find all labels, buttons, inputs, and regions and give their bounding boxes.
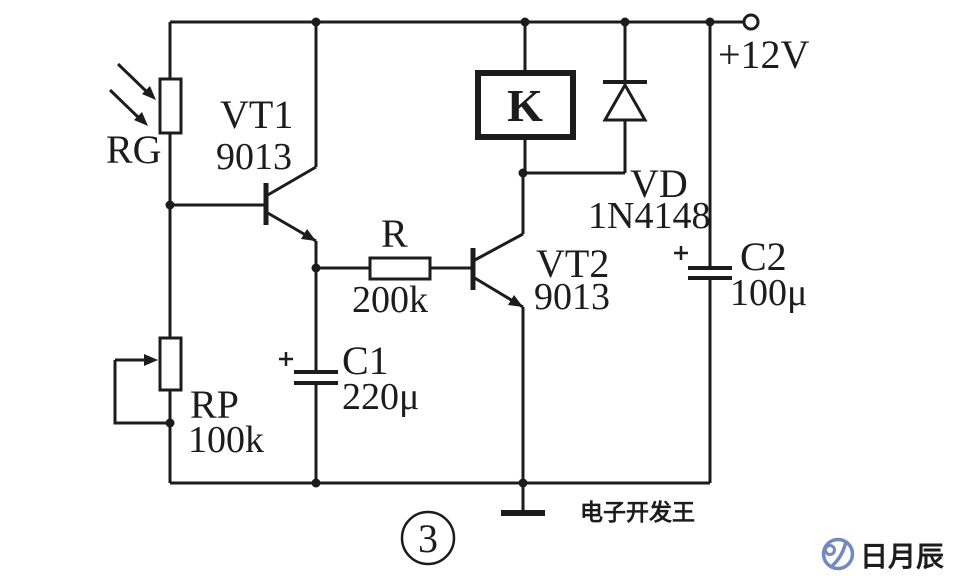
rp-ref-label: RP: [190, 382, 239, 427]
junction-dot: [705, 17, 715, 27]
capacitor-c2: C2 100μ: [674, 234, 807, 314]
figure-number-badge: 3: [400, 510, 456, 566]
junction-dot: [311, 478, 321, 488]
vd-triangle: [602, 81, 648, 122]
wires: [113, 20, 744, 513]
vt1-value-label: 9013: [216, 136, 292, 178]
terminal-circle: [742, 13, 760, 31]
rp-value-label: 100k: [188, 419, 264, 461]
junction-dot: [620, 17, 630, 27]
vt2-emitter-arrow: [508, 295, 523, 307]
junction-dot: [311, 17, 321, 27]
transistor-vt2: VT2 9013: [470, 241, 610, 318]
r-value-label: 200k: [352, 279, 428, 321]
junction-dot: [520, 17, 530, 27]
c2-value-label: 100μ: [730, 272, 807, 314]
transistor-vt1: VT1 9013: [216, 92, 316, 241]
junction-dot: [165, 418, 175, 428]
vt1-collector-wire: [265, 22, 318, 198]
vt2-collector-wire: [472, 173, 525, 263]
r-ref-label: R: [381, 211, 408, 256]
relay-body: [475, 70, 576, 140]
relay-k: K: [475, 70, 576, 140]
c1-polarity-plus-icon: [279, 352, 293, 366]
capacitor-c1: C1 220μ: [279, 338, 419, 418]
caption-text: 电子开发王: [580, 499, 695, 525]
c2-polarity-plus-icon: [674, 246, 688, 260]
rp-body: [158, 336, 183, 392]
vt1-ref-label: VT1: [220, 92, 293, 137]
rp-wiper-wire: [113, 360, 170, 425]
vt2-value-label: 9013: [534, 276, 610, 318]
r-body: [368, 256, 432, 281]
relay-ref-label: K: [507, 80, 543, 131]
figure-number-circle: [400, 510, 456, 566]
rg-ref-label: RG: [106, 127, 162, 172]
figure-number-text: 3: [418, 516, 438, 561]
vd-value-label: 1N4148: [588, 195, 710, 237]
photoresistor-rg: RG: [106, 62, 183, 172]
watermark-text: 日月辰: [860, 541, 944, 572]
vt2-ref-label: VT2: [536, 241, 609, 286]
light-arrows-icon: [108, 62, 156, 126]
vd-ref-label: VD: [630, 161, 688, 206]
c1-ref-label: C1: [342, 338, 389, 383]
rp-wiper-arrow: [144, 354, 158, 366]
junction-dots: [165, 17, 715, 488]
potentiometer-rp: RP 100k: [115, 336, 264, 461]
junction-dot: [165, 200, 175, 210]
junction-dot: [518, 168, 528, 178]
watermark: 日月辰: [821, 537, 944, 572]
c2-ref-label: C2: [740, 234, 787, 279]
diode-vd: VD 1N4148: [588, 80, 710, 237]
watermark-logo-icon: [821, 537, 855, 571]
power-terminal: +12V: [718, 13, 810, 77]
resistor-r: R 200k: [352, 211, 432, 321]
vt1-emitter-arrow: [301, 229, 316, 241]
rg-body: [158, 77, 183, 135]
c1-value-label: 220μ: [342, 376, 419, 418]
power-label: +12V: [718, 32, 810, 77]
vt2-emitter-wire: [472, 275, 525, 483]
junction-dot: [311, 263, 321, 273]
junction-dot: [518, 478, 528, 488]
